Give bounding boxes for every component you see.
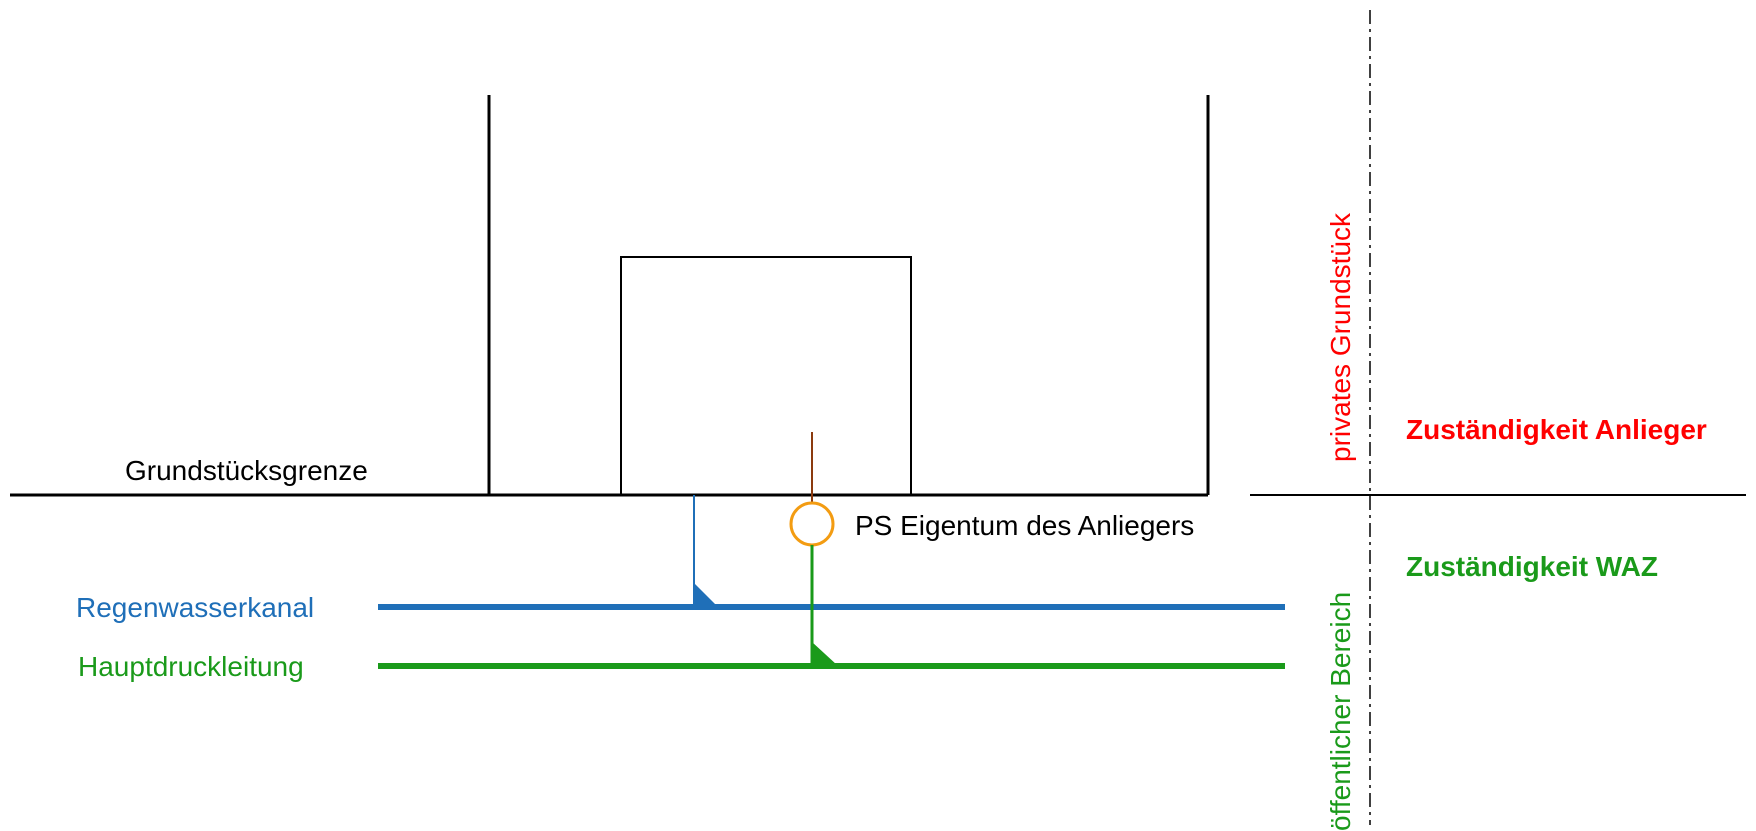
ps-eigentum-label: PS Eigentum des Anliegers — [855, 510, 1194, 541]
oeffentlicher-bereich-label: öffentlicher Bereich — [1325, 592, 1356, 831]
zustaendigkeit-anlieger-label: Zuständigkeit Anlieger — [1406, 414, 1707, 445]
ps-pump-station-icon — [789, 501, 835, 547]
hauptdruck-junction-marker — [812, 642, 837, 665]
regenwasserkanal-label: Regenwasserkanal — [76, 592, 314, 623]
grundstuecksgrenze-label: Grundstücksgrenze — [125, 455, 368, 486]
regenwasser-junction-marker — [694, 583, 717, 606]
hauptdruckleitung-label: Hauptdruckleitung — [78, 651, 304, 682]
zustaendigkeit-waz-label: Zuständigkeit WAZ — [1406, 551, 1658, 582]
privates-grundstueck-label: privates Grundstück — [1325, 212, 1356, 462]
building — [620, 256, 912, 496]
